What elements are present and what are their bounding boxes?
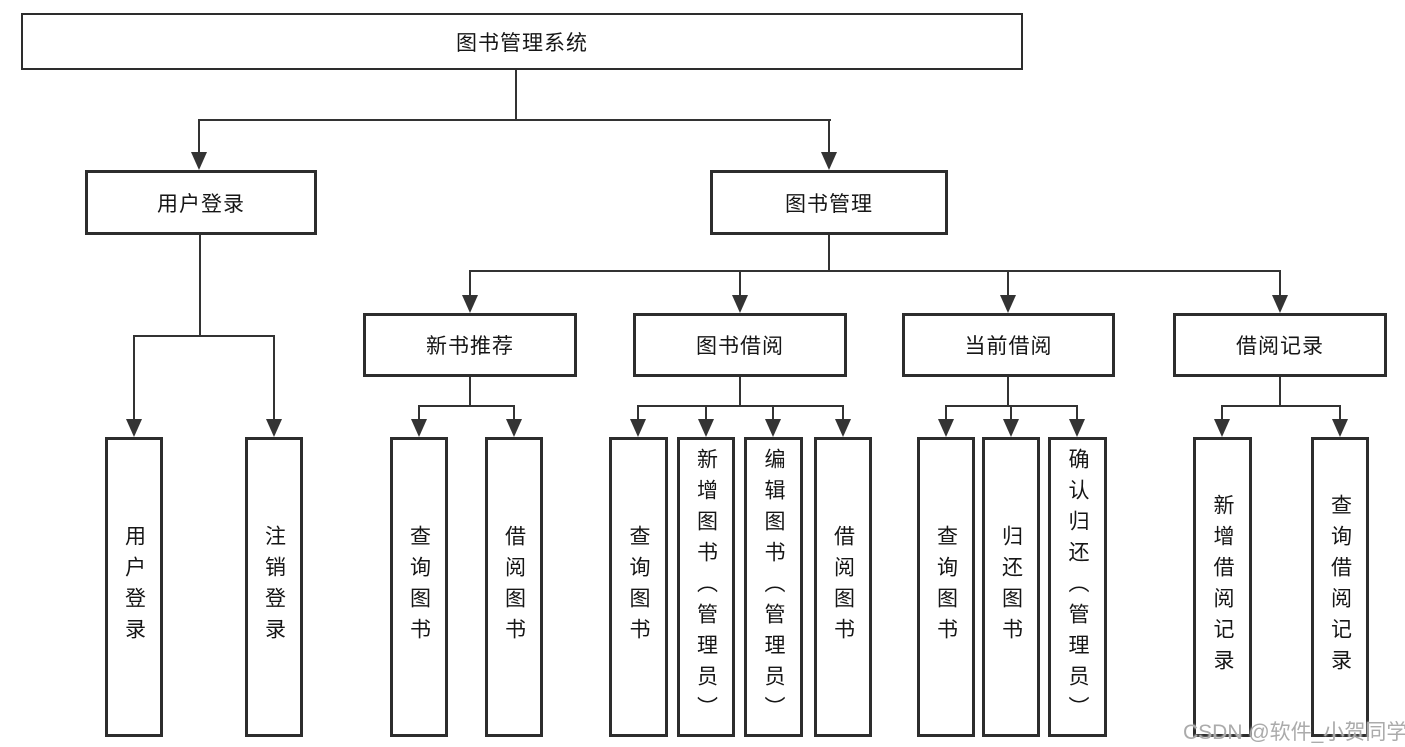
node-label: 图书借阅 xyxy=(696,335,784,358)
leaf-borrow-books-recommend: 借阅图书 xyxy=(485,437,543,737)
arrowhead-icon xyxy=(630,419,646,437)
connector-line xyxy=(199,235,201,336)
arrowhead-icon xyxy=(732,295,748,313)
leaf-label: 查询图书 xyxy=(627,525,650,649)
connector-line xyxy=(705,405,707,421)
leaf-label: 确认归还（管理员） xyxy=(1066,447,1089,727)
leaf-return-books: 归还图书 xyxy=(982,437,1040,737)
leaf-label: 查询图书 xyxy=(407,525,431,649)
arrowhead-icon xyxy=(462,295,478,313)
arrowhead-icon xyxy=(835,419,851,437)
node-label: 用户登录 xyxy=(157,192,245,216)
leaf-borrow-books: 借阅图书 xyxy=(814,437,872,737)
leaf-label: 归还图书 xyxy=(999,525,1023,649)
arrowhead-icon xyxy=(126,419,142,437)
leaf-label: 查询图书 xyxy=(934,525,958,649)
leaf-label: 用户登录 xyxy=(122,525,146,649)
arrowhead-icon xyxy=(765,419,781,437)
arrowhead-icon xyxy=(1069,419,1085,437)
leaf-confirm-return-admin: 确认归还（管理员） xyxy=(1048,437,1107,737)
arrowhead-icon xyxy=(698,419,714,437)
node-borrowing-records: 借阅记录 xyxy=(1173,313,1387,377)
connector-line xyxy=(1010,405,1012,421)
connector-line xyxy=(842,405,844,421)
leaf-query-books-recommend: 查询图书 xyxy=(390,437,448,737)
node-label: 新书推荐 xyxy=(426,335,514,358)
node-book-management: 图书管理 xyxy=(710,170,948,235)
arrowhead-icon xyxy=(1214,419,1230,437)
node-new-book-recommend: 新书推荐 xyxy=(363,313,577,377)
node-book-borrowing: 图书借阅 xyxy=(633,313,847,377)
leaf-label: 借阅图书 xyxy=(502,525,526,649)
leaf-add-books-admin: 新增图书（管理员） xyxy=(677,437,735,737)
leaf-add-borrow-record: 新增借阅记录 xyxy=(1193,437,1252,737)
connector-line xyxy=(418,405,420,421)
connector-line xyxy=(515,70,517,120)
arrowhead-icon xyxy=(1000,295,1016,313)
arrowhead-icon xyxy=(1272,295,1288,313)
connector-line xyxy=(1007,377,1009,406)
connector-line xyxy=(772,405,774,421)
leaf-label: 借阅图书 xyxy=(831,525,855,649)
connector-line xyxy=(828,119,830,154)
connector-line xyxy=(1076,405,1078,421)
arrowhead-icon xyxy=(1003,419,1019,437)
leaf-label: 新增借阅记录 xyxy=(1211,494,1234,680)
arrowhead-icon xyxy=(821,152,837,170)
node-label: 借阅记录 xyxy=(1236,335,1324,358)
leaf-edit-books-admin: 编辑图书（管理员） xyxy=(744,437,803,737)
arrowhead-icon xyxy=(1332,419,1348,437)
arrowhead-icon xyxy=(411,419,427,437)
leaf-query-books-current: 查询图书 xyxy=(917,437,975,737)
connector-line xyxy=(828,235,830,271)
connector-line xyxy=(1279,377,1281,406)
connector-line xyxy=(469,270,1281,272)
connector-line xyxy=(739,270,741,297)
arrowhead-icon xyxy=(191,152,207,170)
connector-line xyxy=(469,377,471,406)
arrowhead-icon xyxy=(506,419,522,437)
leaf-user-login: 用户登录 xyxy=(105,437,163,737)
csdn-watermark: CSDN @软件_小贺同学 xyxy=(1183,721,1405,744)
connector-line xyxy=(945,405,947,421)
node-label: 图书管理 xyxy=(785,192,873,216)
node-label: 当前借阅 xyxy=(964,335,1053,358)
node-user-login: 用户登录 xyxy=(85,170,317,235)
node-current-borrowing: 当前借阅 xyxy=(902,313,1115,377)
connector-line xyxy=(418,405,515,407)
connector-line xyxy=(1221,405,1223,421)
connector-line xyxy=(637,405,639,421)
leaf-query-borrow-record: 查询借阅记录 xyxy=(1311,437,1369,737)
connector-line xyxy=(1007,270,1009,297)
connector-line xyxy=(198,119,831,121)
leaf-logout: 注销登录 xyxy=(245,437,303,737)
node-label: 图书管理系统 xyxy=(456,31,588,55)
connector-line xyxy=(513,405,515,421)
node-library-management-system: 图书管理系统 xyxy=(21,13,1023,70)
connector-line xyxy=(637,405,843,407)
connector-line xyxy=(198,119,200,154)
connector-line xyxy=(133,335,135,421)
connector-line xyxy=(273,335,275,421)
connector-line xyxy=(1279,270,1281,297)
leaf-label: 编辑图书（管理员） xyxy=(762,447,785,727)
arrowhead-icon xyxy=(938,419,954,437)
connector-line xyxy=(469,270,471,297)
connector-line xyxy=(133,335,275,337)
connector-line xyxy=(1221,405,1340,407)
arrowhead-icon xyxy=(266,419,282,437)
leaf-label: 新增图书（管理员） xyxy=(694,447,718,727)
leaf-label: 查询借阅记录 xyxy=(1328,494,1352,680)
leaf-label: 注销登录 xyxy=(262,525,286,649)
leaf-query-books-borrowing: 查询图书 xyxy=(609,437,668,737)
connector-line xyxy=(1339,405,1341,421)
connector-line xyxy=(739,377,741,406)
